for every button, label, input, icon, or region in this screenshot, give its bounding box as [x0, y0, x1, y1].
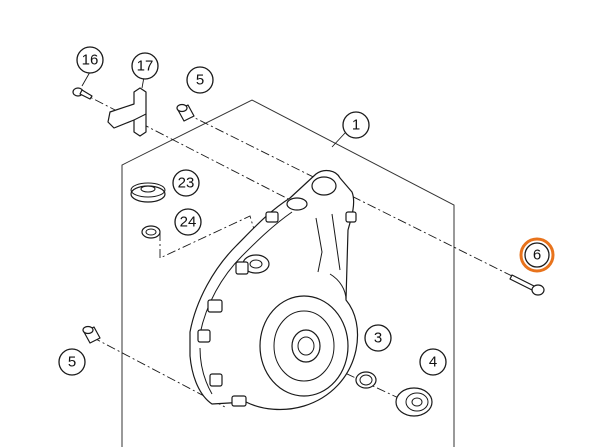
svg-text:16: 16 — [82, 52, 99, 69]
bracket-17 — [107, 87, 147, 137]
plug-23 — [130, 182, 166, 203]
svg-text:24: 24 — [180, 214, 197, 231]
callout-6-highlighted: 6 — [519, 237, 555, 273]
callout-24: 24 — [174, 208, 202, 236]
svg-text:6: 6 — [533, 247, 541, 264]
ignition-cover — [189, 169, 359, 411]
o-ring-3 — [355, 371, 377, 389]
svg-text:5: 5 — [68, 354, 76, 371]
highlight-ring — [519, 237, 555, 273]
svg-text:23: 23 — [178, 175, 195, 192]
svg-text:17: 17 — [137, 58, 154, 75]
screw-6 — [509, 274, 545, 296]
dowel-pin-5-bottom — [82, 325, 101, 344]
callout-5-bottom: 5 — [58, 348, 86, 376]
screw-plug-4 — [395, 387, 433, 417]
axis-screw-6 — [184, 112, 541, 291]
callout-16: 16 — [76, 46, 104, 74]
svg-text:1: 1 — [352, 117, 360, 134]
svg-text:4: 4 — [429, 354, 437, 371]
callout-23: 23 — [172, 169, 200, 197]
callout-3: 3 — [364, 324, 392, 352]
axis-plug-23-24 — [159, 215, 263, 259]
callout-4: 4 — [419, 348, 447, 376]
callout-1: 1 — [342, 111, 370, 139]
svg-text:5: 5 — [196, 72, 204, 89]
dowel-pin-5-top — [176, 103, 195, 122]
assembly-frame — [121, 99, 455, 447]
svg-text:3: 3 — [374, 330, 382, 347]
screw-16 — [72, 87, 93, 100]
o-ring-24 — [141, 225, 161, 239]
callout-17: 17 — [131, 52, 159, 80]
callout-5-top: 5 — [186, 66, 214, 94]
